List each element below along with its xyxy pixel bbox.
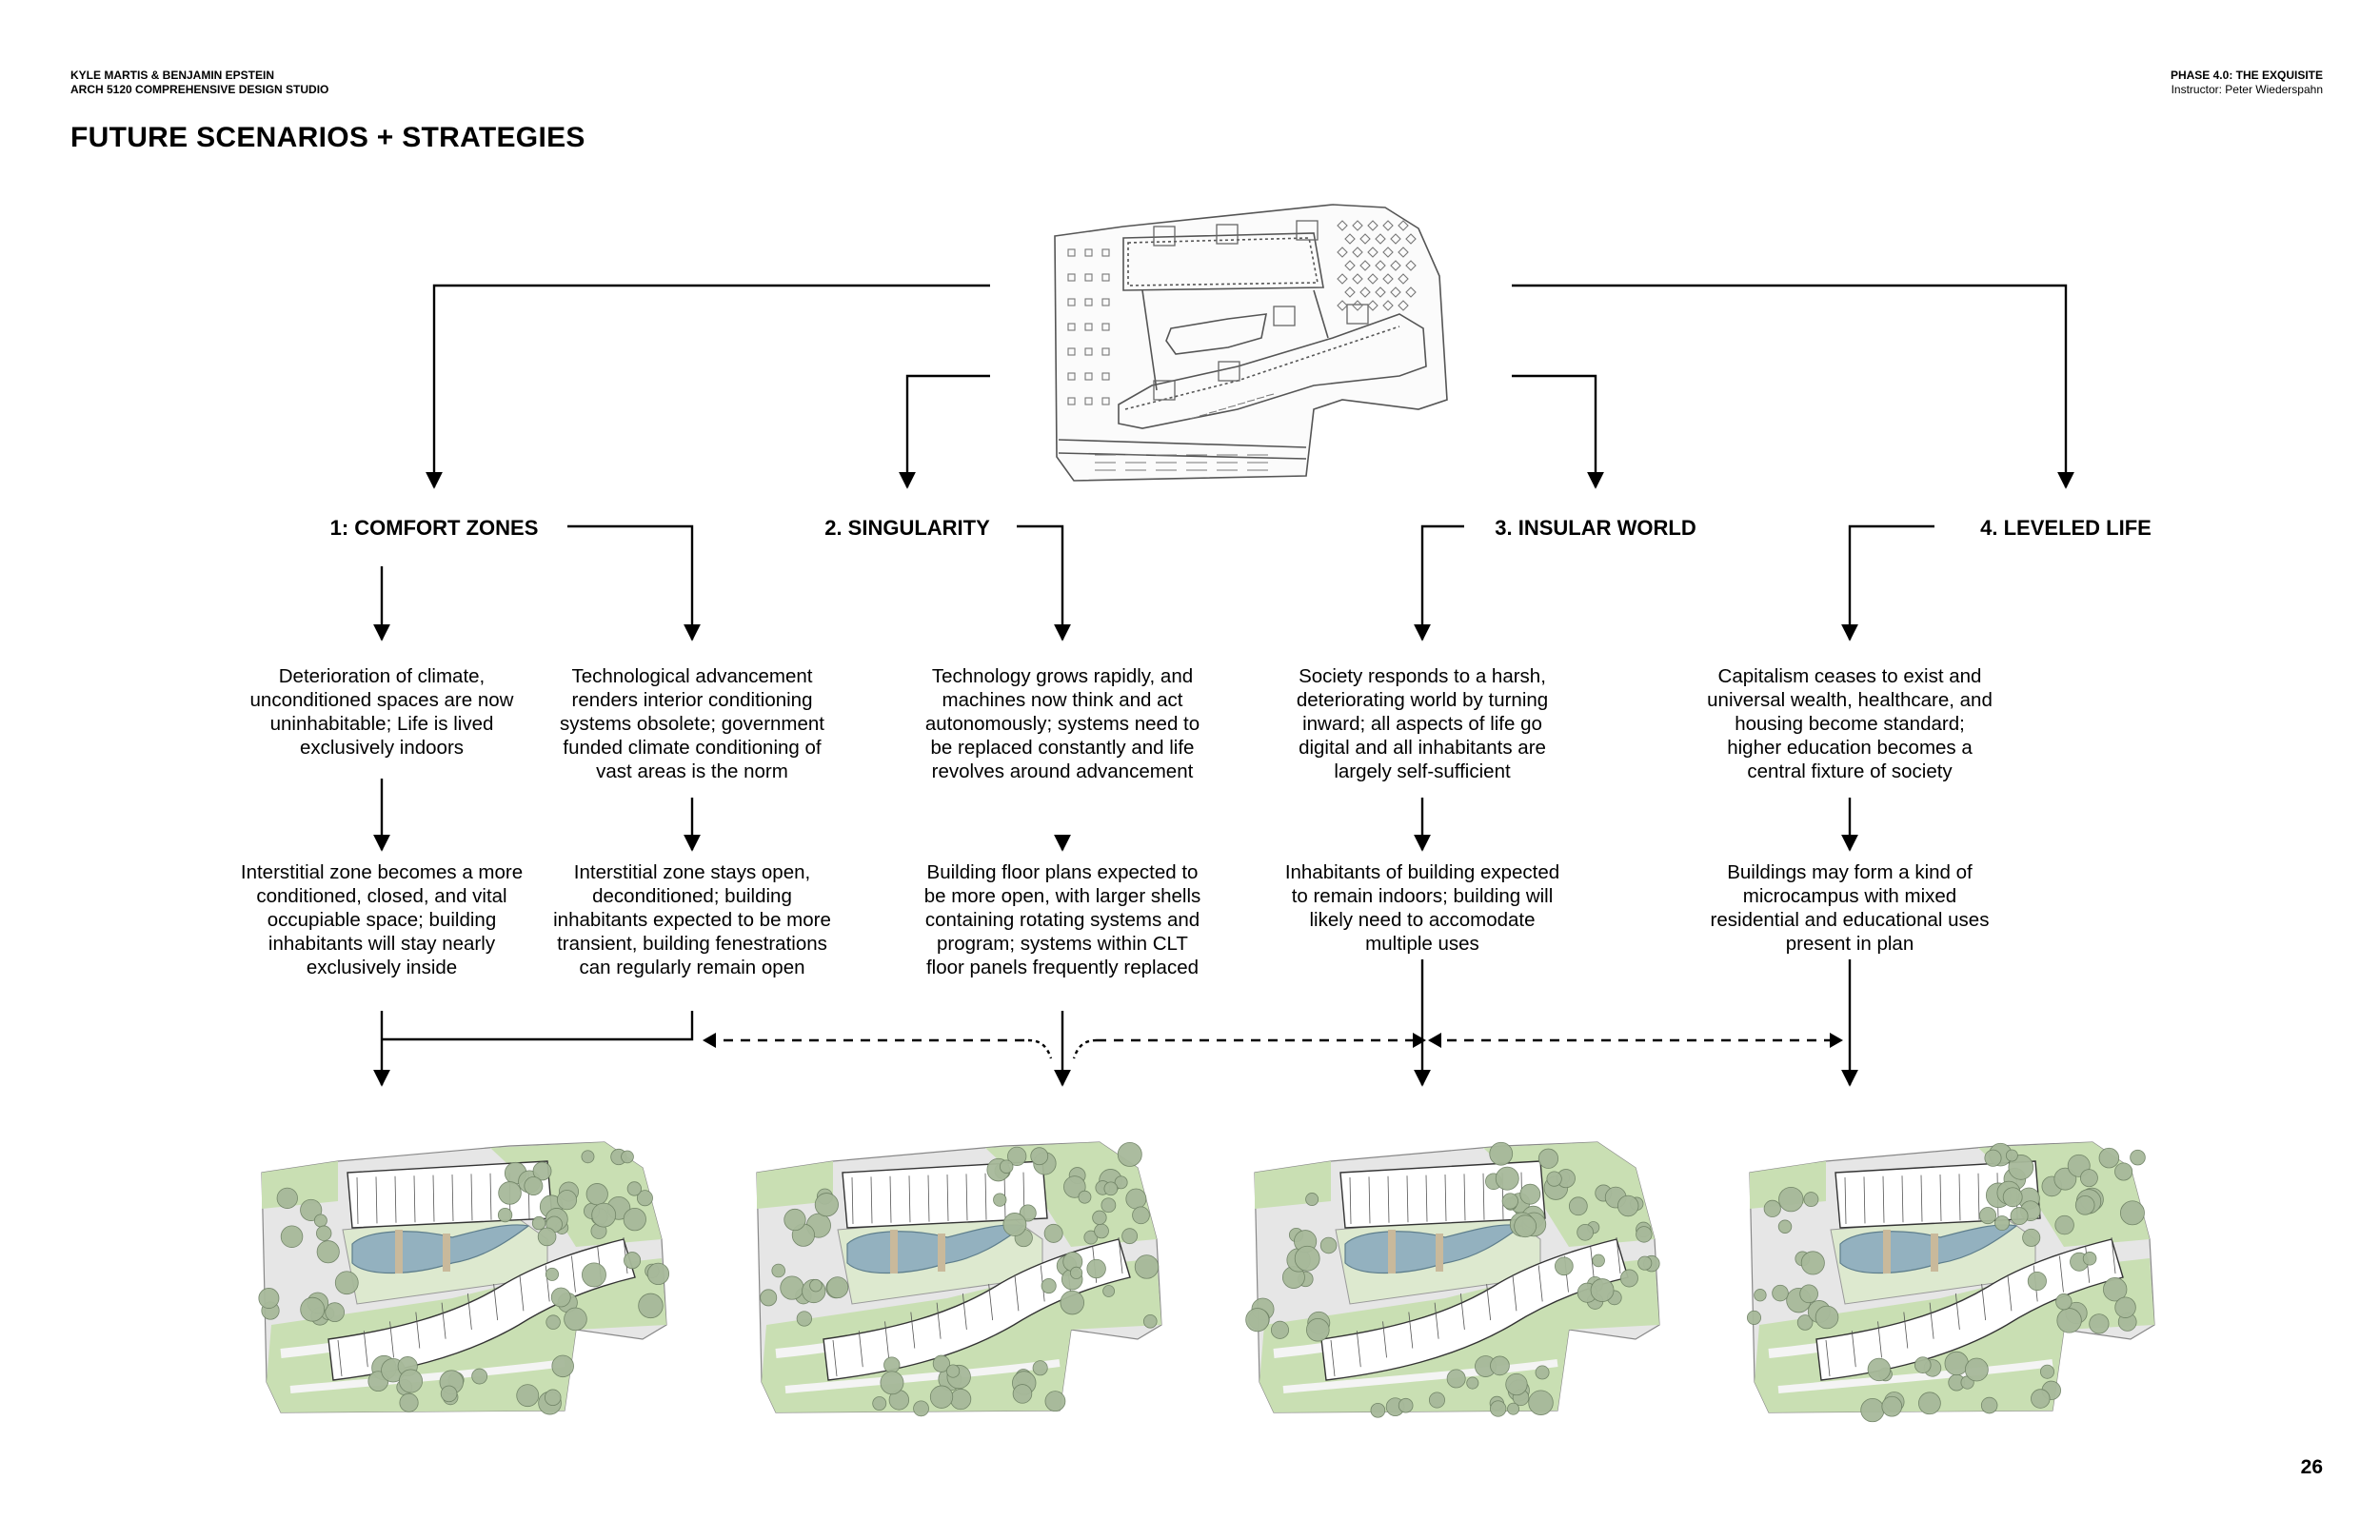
authors: KYLE MARTIS & BENJAMIN EPSTEIN <box>70 69 275 82</box>
strategy-4: Buildings may form a kind of microcampus… <box>1710 861 1990 955</box>
plan-leveled-life <box>1746 1141 2155 1423</box>
course: ARCH 5120 COMPREHENSIVE DESIGN STUDIO <box>70 83 329 96</box>
scenario-title-singularity: 2. SINGULARITY <box>824 516 990 540</box>
plan-comfort-zones <box>258 1141 670 1415</box>
header-left: KYLE MARTIS & BENJAMIN EPSTEIN ARCH 5120… <box>70 69 328 97</box>
phase: PHASE 4.0: THE EXQUISITE <box>2170 69 2323 82</box>
page-title: FUTURE SCENARIOS + STRATEGIES <box>70 122 585 153</box>
strategy-1b: Interstitial zone stays open, deconditio… <box>553 861 831 978</box>
scenario-title-comfort-zones: 1: COMFORT ZONES <box>329 516 539 540</box>
plan-insular-world <box>1245 1141 1660 1418</box>
condition-1b: Technological advancement renders interi… <box>559 665 825 782</box>
header-right: PHASE 4.0: THE EXQUISITE Instructor: Pet… <box>2171 69 2323 97</box>
condition-1a: Deterioration of climate, unconditioned … <box>249 665 514 759</box>
scenario-site-plans <box>258 1141 2155 1423</box>
base-site-plan <box>1054 204 1448 482</box>
scenario-title-leveled-life: 4. LEVELED LIFE <box>1980 516 2152 540</box>
condition-2: Technology grows rapidly, and machines n… <box>924 665 1200 782</box>
strategy-2: Building floor plans expected to be more… <box>923 861 1201 978</box>
condition-4: Capitalism ceases to exist and universal… <box>1707 665 1993 782</box>
strategy-3: Inhabitants of building expected to rema… <box>1284 861 1560 955</box>
connectors <box>373 284 2074 1087</box>
condition-3: Society responds to a harsh, deteriorati… <box>1296 665 1549 782</box>
plan-singularity <box>756 1141 1162 1417</box>
scenario-title-insular-world: 3. INSULAR WORLD <box>1495 516 1696 540</box>
page-number: 26 <box>2300 1456 2323 1478</box>
strategy-1a: Interstitial zone becomes a more conditi… <box>240 861 524 978</box>
instructor: Instructor: Peter Wiederspahn <box>2171 83 2323 96</box>
